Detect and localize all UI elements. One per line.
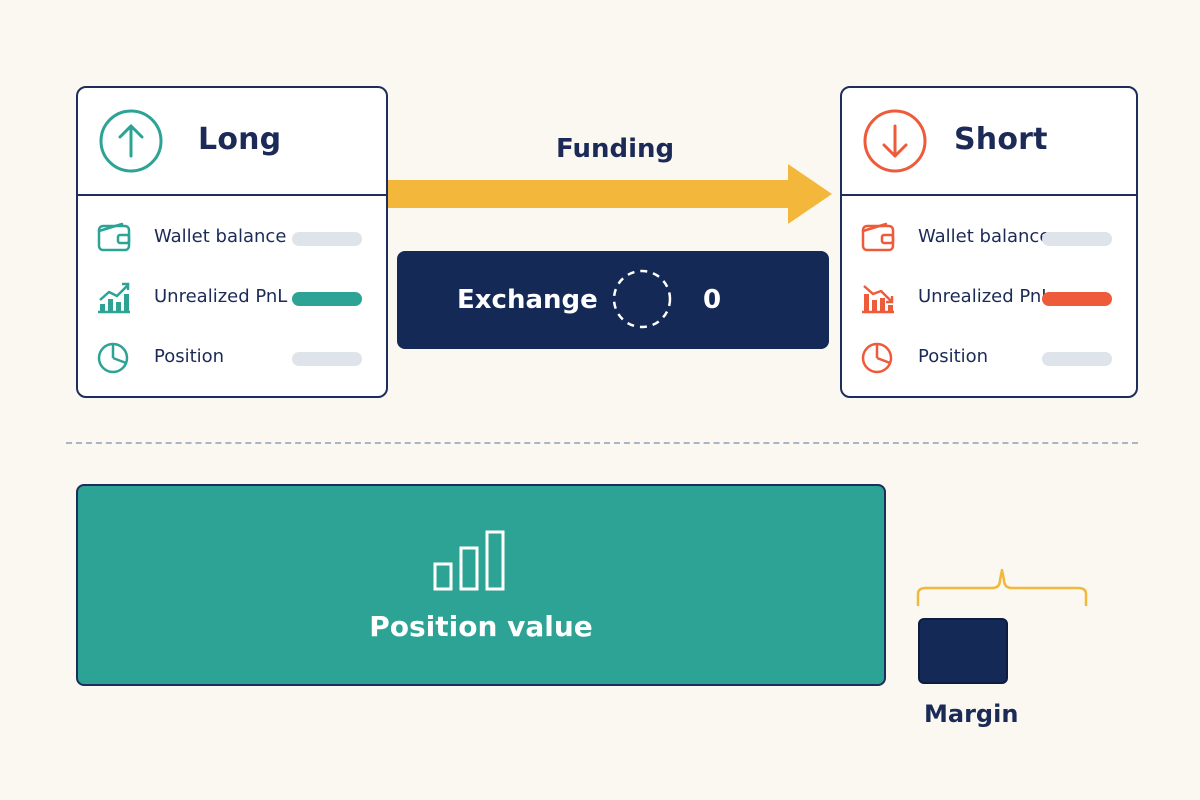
short-row-pnl-indicator — [1042, 292, 1112, 306]
short-card-header: Short — [842, 88, 1136, 196]
wallet-icon — [97, 222, 131, 252]
pie-chart-icon — [861, 342, 893, 374]
long-row-pnl: Unrealized PnL — [78, 276, 386, 316]
long-card: Long Wallet balance Unrealized PnL Posit… — [76, 86, 388, 398]
trend-up-icon — [98, 282, 130, 314]
exchange-value: 0 — [703, 285, 722, 315]
long-row-pnl-indicator — [292, 292, 362, 306]
dashed-circle-icon — [612, 269, 672, 329]
short-row-pnl: Unrealized PnL — [842, 276, 1136, 316]
short-row-wallet-label: Wallet balance — [918, 226, 1051, 247]
short-row-position: Position — [842, 336, 1136, 376]
funding-label: Funding — [556, 134, 675, 164]
exchange-label: Exchange — [457, 285, 598, 315]
short-row-wallet-indicator — [1042, 232, 1112, 246]
long-row-pnl-label: Unrealized PnL — [154, 286, 288, 307]
bar-chart-icon — [433, 530, 505, 591]
margin-box — [918, 618, 1008, 684]
arrow-up-circle-icon — [99, 109, 163, 173]
long-card-header: Long — [78, 88, 386, 196]
short-title: Short — [954, 122, 1048, 157]
short-row-position-indicator — [1042, 352, 1112, 366]
short-row-position-label: Position — [918, 346, 989, 367]
long-row-position-indicator — [292, 352, 362, 366]
section-divider — [66, 442, 1138, 444]
long-row-wallet: Wallet balance — [78, 216, 386, 256]
position-value-box: Position value — [76, 484, 886, 686]
short-row-wallet: Wallet balance — [842, 216, 1136, 256]
arrow-down-circle-icon — [863, 109, 927, 173]
margin-label: Margin — [924, 700, 1019, 728]
exchange-box: Exchange 0 — [397, 251, 829, 349]
long-row-position-label: Position — [154, 346, 225, 367]
short-card: Short Wallet balance Unrealized PnL Posi… — [840, 86, 1138, 398]
short-row-pnl-label: Unrealized PnL — [918, 286, 1052, 307]
pie-chart-icon — [97, 342, 129, 374]
position-value-label: Position value — [369, 610, 593, 643]
wallet-icon — [861, 222, 895, 252]
brace-icon — [916, 568, 1088, 606]
long-row-position: Position — [78, 336, 386, 376]
right-arrow-icon — [388, 164, 832, 224]
long-title: Long — [198, 122, 282, 157]
long-row-wallet-label: Wallet balance — [154, 226, 287, 247]
trend-down-icon — [862, 285, 894, 314]
long-row-wallet-indicator — [292, 232, 362, 246]
